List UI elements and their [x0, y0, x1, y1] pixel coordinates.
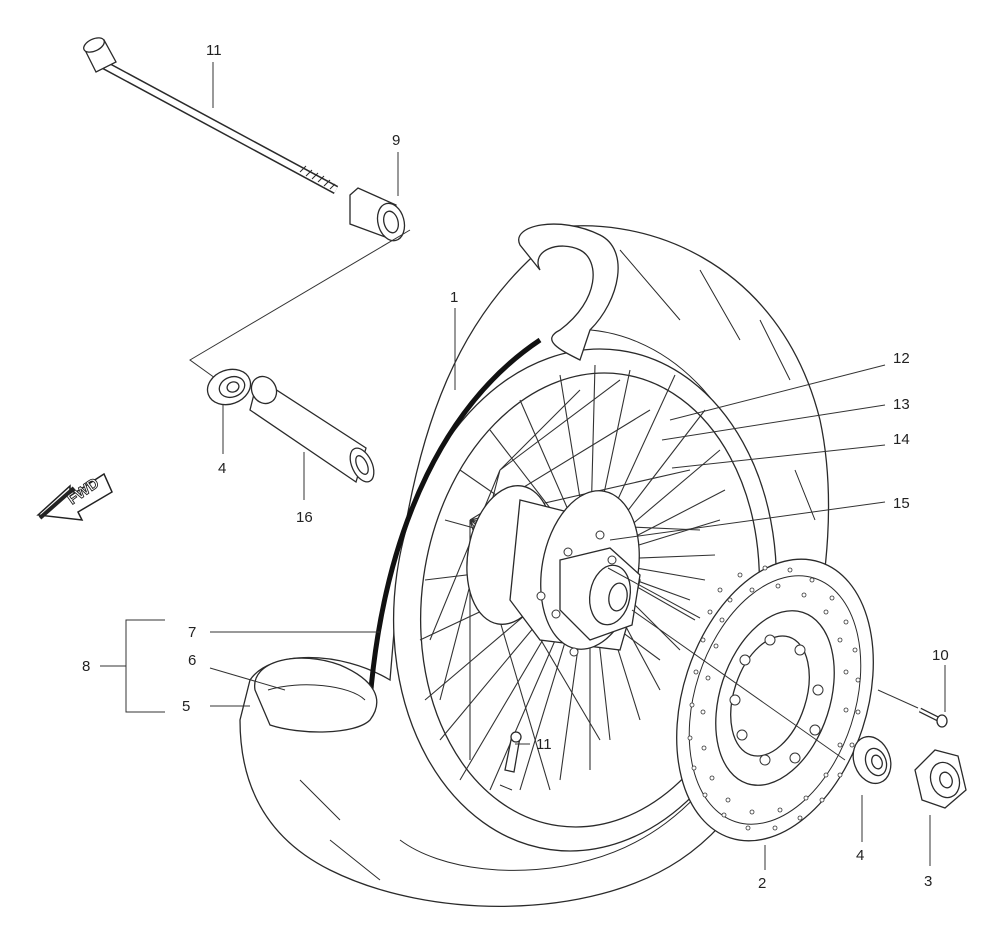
leader-lines [100, 62, 946, 870]
distance-collar [249, 375, 375, 484]
callout-12: 12 [893, 350, 910, 367]
callout-1-wheel: 1 [450, 289, 458, 306]
right-wheel-bearing [852, 735, 892, 785]
alignment-line [189, 229, 411, 379]
forward-direction-arrow: FWD [36, 472, 113, 521]
callout-8: 8 [82, 658, 90, 675]
axle-nut [914, 749, 967, 809]
callout-14: 14 [893, 431, 910, 448]
callout-5: 5 [182, 698, 190, 715]
callout-6: 6 [188, 652, 196, 669]
brake-disc [676, 558, 874, 842]
callout-4-right-bearing: 4 [856, 847, 864, 864]
callout-15: 15 [893, 495, 910, 512]
callout-7: 7 [188, 624, 196, 641]
axle-collar [349, 187, 406, 242]
axle [83, 37, 339, 194]
callout-4-left-bearing: 4 [218, 460, 226, 477]
callout-9-collar: 9 [392, 132, 400, 149]
disc-bolt [918, 707, 948, 728]
left-wheel-bearing [206, 368, 252, 406]
callout-labels: 11 9 1 12 13 14 15 4 16 7 6 5 8 10 11 2 … [82, 42, 949, 892]
callout-2-disc: 2 [758, 875, 766, 892]
callout-11-axle: 11 [206, 42, 222, 59]
callout-13: 13 [893, 396, 910, 413]
callout-11-valve: 11 [536, 736, 552, 753]
callout-16-collar: 16 [296, 509, 313, 526]
callout-10-bolt: 10 [932, 647, 949, 664]
callout-3-nut: 3 [924, 873, 932, 890]
wheel-hub [466, 485, 641, 657]
